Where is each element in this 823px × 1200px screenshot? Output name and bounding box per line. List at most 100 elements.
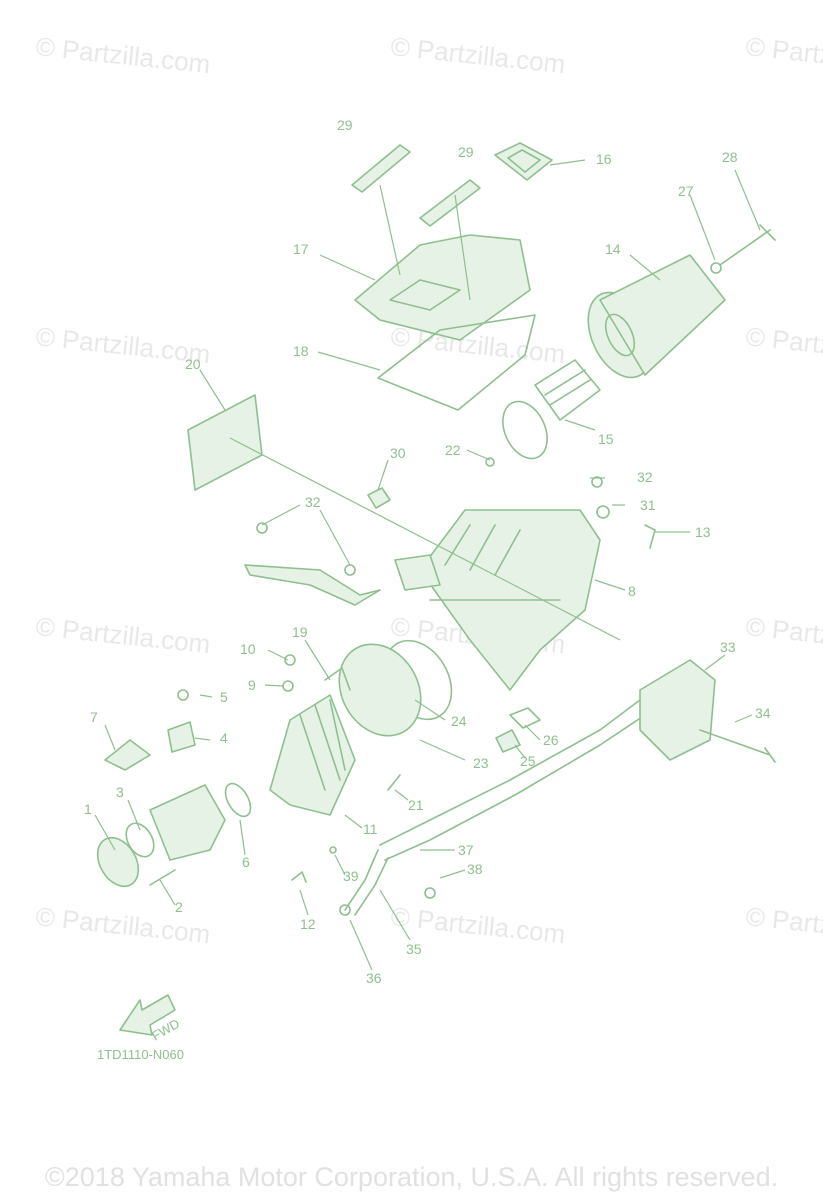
callout-8: 8 xyxy=(628,583,636,599)
callout-15: 15 xyxy=(598,431,614,447)
callout-18: 18 xyxy=(293,343,309,359)
part-25-pad xyxy=(495,729,521,753)
callout-32: 32 xyxy=(305,494,321,510)
callout-22: 22 xyxy=(445,442,461,458)
callout-32: 32 xyxy=(637,469,653,485)
part-8-duct xyxy=(394,554,441,591)
part-23-flange xyxy=(338,643,422,737)
part-35-hose xyxy=(344,849,379,911)
callout-34: 34 xyxy=(755,705,771,721)
callout-39: 39 xyxy=(343,868,359,884)
callout-26: 26 xyxy=(543,732,559,748)
callout-36: 36 xyxy=(366,970,382,986)
part-39-screw xyxy=(329,846,337,854)
part-16-seal xyxy=(494,142,553,181)
watermark: © Partzilla.com xyxy=(389,31,566,79)
callout-11: 11 xyxy=(363,821,378,837)
callout-4: 4 xyxy=(220,730,228,746)
watermark: © Partzilla.com xyxy=(744,321,823,369)
callout-30: 30 xyxy=(390,445,406,461)
part-28-bolt xyxy=(719,224,776,266)
callout-25: 25 xyxy=(520,753,536,769)
fwd-arrow-icon xyxy=(119,994,176,1036)
part-33-box xyxy=(639,659,716,761)
part-34-bolt xyxy=(699,729,776,763)
part-27-washer xyxy=(710,262,722,274)
part-29-strip-top xyxy=(351,144,411,193)
part-10-bolt xyxy=(284,654,296,666)
callout-33: 33 xyxy=(720,639,736,655)
part-37-hose-lower xyxy=(384,714,646,861)
callout-layer: 1 2 3 4 5 6 7 8 9 10 11 12 13 14 15 16 1… xyxy=(84,117,771,986)
part-11-ribs xyxy=(299,699,346,791)
watermark: © Partzilla.com xyxy=(34,611,211,659)
part-16-seal-inner xyxy=(507,149,541,173)
callout-1: 1 xyxy=(84,801,92,817)
callout-5: 5 xyxy=(220,689,228,705)
watermark: © Partzilla.com xyxy=(34,31,211,79)
callout-21: 21 xyxy=(408,797,424,813)
callout-29: 29 xyxy=(337,117,353,133)
part-18-gasket xyxy=(377,314,536,411)
part-14-element-body xyxy=(599,254,726,376)
callout-37: 37 xyxy=(458,842,474,858)
part-17-inner xyxy=(389,279,461,311)
part-1-joint xyxy=(96,836,140,888)
callout-3: 3 xyxy=(116,784,124,800)
diagram-code: 1TD1110-N060 xyxy=(97,1047,184,1062)
callout-7: 7 xyxy=(90,709,98,725)
part-5-bolt xyxy=(177,689,189,701)
part-32-bolt-upper xyxy=(591,476,603,488)
part-6-band xyxy=(224,782,252,818)
callout-13: 13 xyxy=(695,524,711,540)
callout-19: 19 xyxy=(292,624,308,640)
part-29-strip xyxy=(419,179,481,227)
callout-17: 17 xyxy=(293,241,309,257)
part-21-rivet xyxy=(387,774,401,791)
part-19-band xyxy=(324,667,351,691)
part-14-element-hole xyxy=(604,313,636,357)
callout-23: 23 xyxy=(473,755,489,771)
part-4-block xyxy=(167,721,196,753)
callout-16: 16 xyxy=(596,151,612,167)
callout-6: 6 xyxy=(242,854,250,870)
callout-29: 29 xyxy=(458,144,474,160)
copyright-notice: ©2018 Yamaha Motor Corporation, U.S.A. A… xyxy=(44,1162,779,1192)
callout-12: 12 xyxy=(300,916,316,932)
part-30-grommet xyxy=(367,487,391,509)
watermark: © Partzilla.com xyxy=(34,901,211,949)
callout-38: 38 xyxy=(467,861,483,877)
callout-20: 20 xyxy=(185,356,201,372)
part-throttle-body xyxy=(149,784,226,861)
part-35-hose-b xyxy=(354,857,389,916)
part-38-clip xyxy=(424,887,436,899)
part-26-pad xyxy=(509,707,541,729)
callout-2: 2 xyxy=(175,899,183,915)
callout-14: 14 xyxy=(605,241,621,257)
part-31-nut xyxy=(596,505,610,519)
watermark: © Partzilla.com xyxy=(744,611,823,659)
watermark: © Partzilla.com xyxy=(744,901,823,949)
part-15-ring xyxy=(502,400,548,460)
part-12-fitting xyxy=(291,871,307,883)
part-9-clip xyxy=(282,680,294,692)
watermark: © Partzilla.com xyxy=(744,31,823,79)
part-2-screw xyxy=(149,869,176,886)
part-32-bolt-right xyxy=(344,564,356,576)
part-22-clip xyxy=(485,457,495,467)
callout-10: 10 xyxy=(240,641,256,657)
part-8-ribs xyxy=(429,524,561,601)
part-3-clamp xyxy=(125,822,155,858)
callout-28: 28 xyxy=(722,149,738,165)
part-7-cover xyxy=(104,739,151,771)
part-37-hose xyxy=(379,699,641,846)
callout-9: 9 xyxy=(248,677,256,693)
part-13-clip xyxy=(644,524,656,549)
part-17-cover xyxy=(354,234,531,341)
callout-31: 31 xyxy=(640,497,656,513)
callout-27: 27 xyxy=(678,183,694,199)
part-36-clip xyxy=(339,904,351,916)
leader-lines xyxy=(94,159,761,971)
part-32-bracket xyxy=(244,564,381,606)
